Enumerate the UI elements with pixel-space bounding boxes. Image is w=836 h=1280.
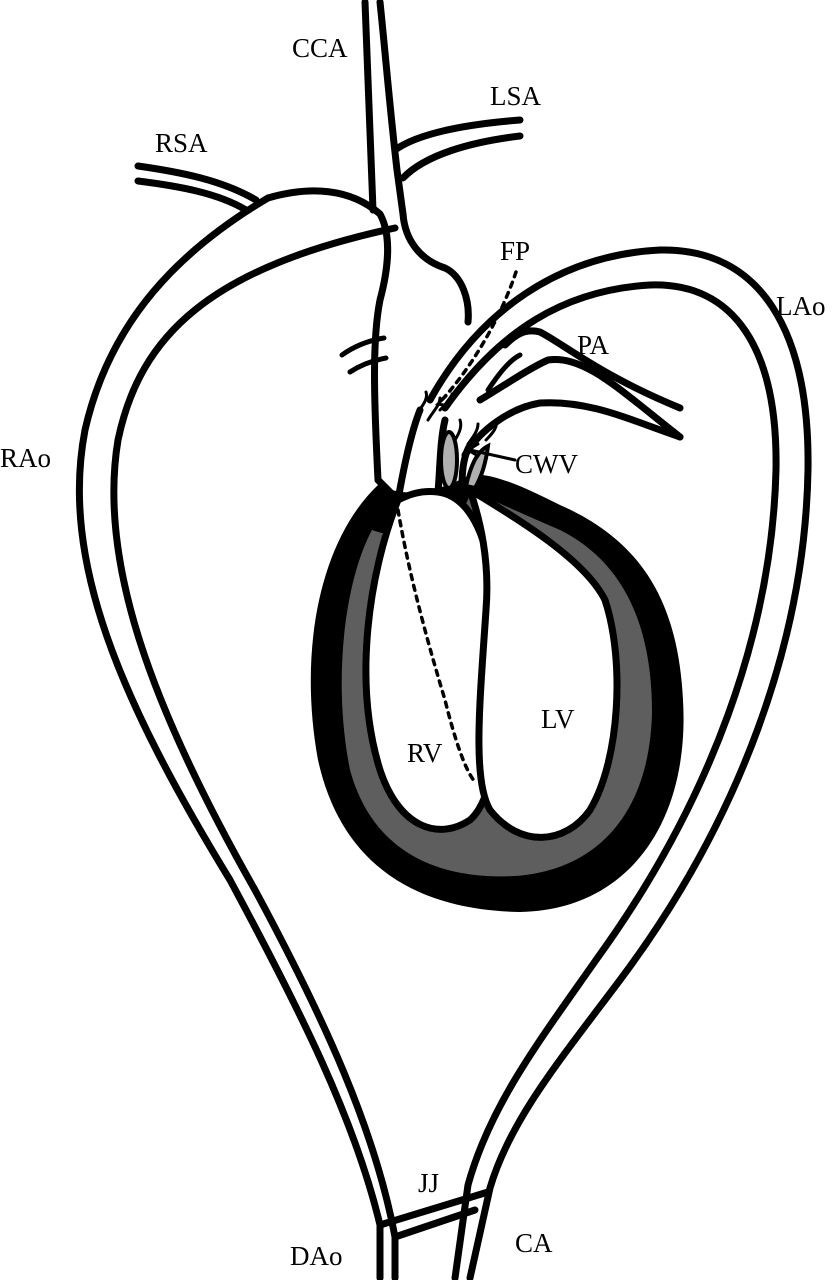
label-jj: JJ — [418, 1168, 439, 1198]
label-rv: RV — [407, 738, 443, 768]
aortic-trunk — [264, 187, 472, 484]
right-aorta — [75, 194, 399, 1280]
heart-ventricles — [310, 474, 684, 912]
label-lv: LV — [541, 704, 575, 734]
lateral-stub — [339, 335, 389, 375]
label-lsa: LSA — [490, 81, 542, 111]
right-subclavian-artery — [134, 162, 260, 214]
cwv-arrow — [465, 442, 517, 462]
label-pa: PA — [577, 330, 610, 360]
left-aorta — [426, 246, 812, 1280]
foramen-path — [434, 270, 518, 408]
labels: CCA LSA RSA FP LAo PA RAo CWV LV RV JJ D… — [0, 33, 826, 1271]
label-rsa: RSA — [155, 128, 208, 158]
label-cwv: CWV — [515, 449, 578, 479]
interventricular-dotted-line — [396, 508, 477, 784]
junction-bridge — [376, 1188, 492, 1241]
label-ca: CA — [515, 1228, 553, 1258]
conal-valves — [416, 390, 517, 491]
left-ventricle — [463, 482, 621, 841]
valve-right-cusp — [463, 442, 491, 491]
label-cca: CCA — [292, 33, 348, 63]
pulmonary-artery — [461, 327, 684, 459]
left-subclavian-artery — [391, 116, 524, 182]
valve-left-cusp — [439, 430, 459, 490]
label-rao: RAo — [0, 443, 51, 473]
label-fp: FP — [500, 236, 530, 266]
label-lao: LAo — [776, 291, 826, 321]
label-dao: DAo — [290, 1241, 343, 1271]
common-carotid-artery — [361, 0, 407, 218]
